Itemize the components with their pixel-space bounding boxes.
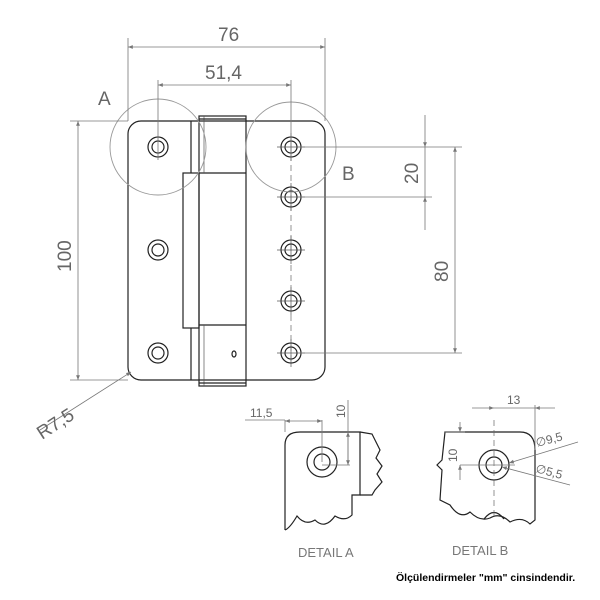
- detail-a-top-offset: 10: [334, 404, 348, 418]
- units-note: Ölçülendirmeler "mm" cinsindendir.: [396, 571, 575, 584]
- detail-b-edge-offset: 13: [507, 393, 521, 407]
- pin-hole: [231, 350, 237, 358]
- dim-overall-width: 76: [218, 25, 239, 46]
- screw-holes: [147, 133, 305, 367]
- screw-hole: [147, 342, 169, 364]
- detail-b-inner-diameter: ∅5,5: [534, 461, 564, 482]
- detail-b-outer-diameter: ∅9,5: [534, 429, 564, 450]
- dim-hole-spacing: 51,4: [205, 63, 242, 84]
- dim-corner-radius: R7,5: [33, 405, 78, 444]
- detail-a-marker: A: [98, 89, 111, 110]
- detail-b: 13 10 ∅9,5 ∅5,5 DETAIL B: [436, 393, 579, 558]
- dim-hole-pitch: 20: [402, 163, 423, 184]
- detail-a: 11,5 10 DETAIL A: [245, 400, 383, 560]
- dim-hole-span: 80: [432, 261, 453, 282]
- detail-b-label: DETAIL B: [452, 543, 508, 558]
- dim-overall-height: 100: [55, 240, 76, 272]
- detail-a-edge-offset: 11,5: [250, 406, 273, 420]
- detail-b-top-offset: 10: [446, 448, 460, 462]
- knuckle: [198, 115, 247, 387]
- screw-hole: [147, 239, 169, 261]
- detail-a-label: DETAIL A: [298, 545, 354, 560]
- detail-b-marker: B: [342, 164, 355, 185]
- spring-cover: [182, 172, 200, 329]
- hinge-plate: [127, 115, 326, 387]
